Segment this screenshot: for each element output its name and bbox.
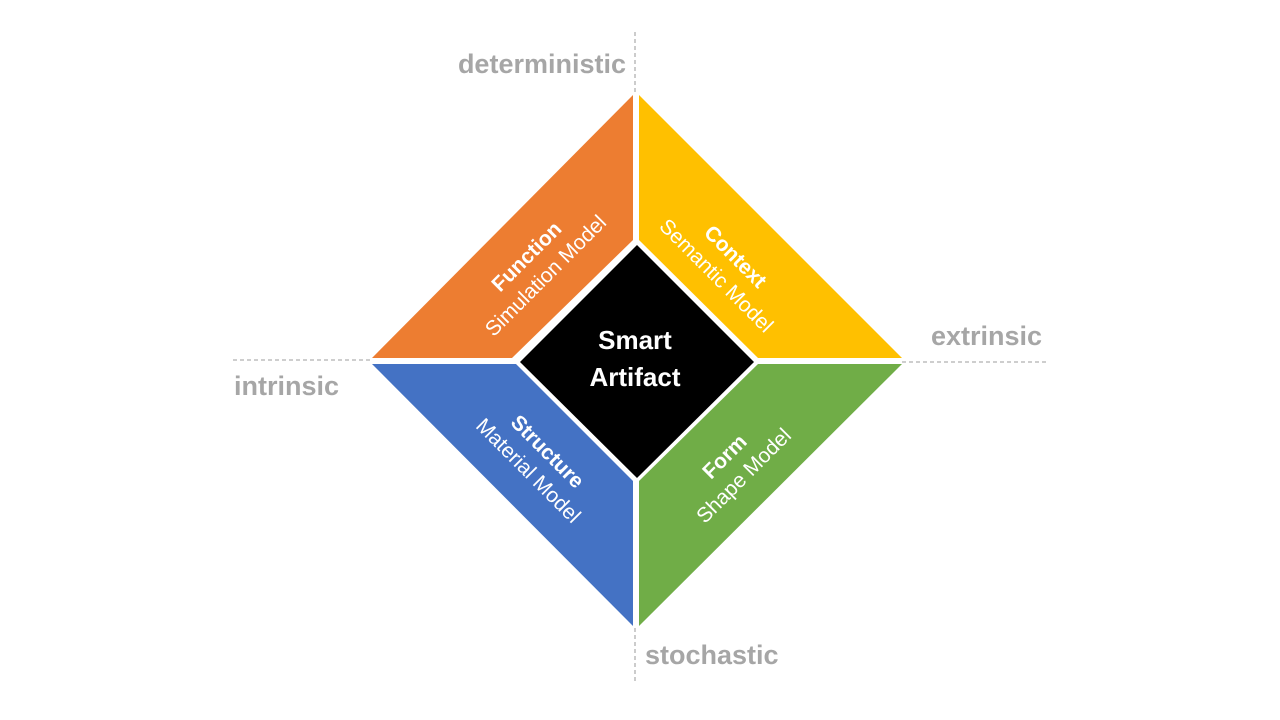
center-title-line2: Artifact	[589, 362, 680, 392]
function-quadrant	[372, 95, 633, 358]
axis-label-stochastic: stochastic	[645, 640, 779, 670]
form-quadrant	[639, 364, 902, 626]
center-title-line1: Smart	[598, 325, 672, 355]
context-quadrant	[639, 95, 902, 358]
axis-label-extrinsic: extrinsic	[931, 321, 1042, 351]
axis-label-intrinsic: intrinsic	[234, 371, 339, 401]
structure-quadrant	[372, 364, 633, 626]
center-diamond	[520, 245, 754, 478]
axis-label-deterministic: deterministic	[458, 49, 626, 79]
